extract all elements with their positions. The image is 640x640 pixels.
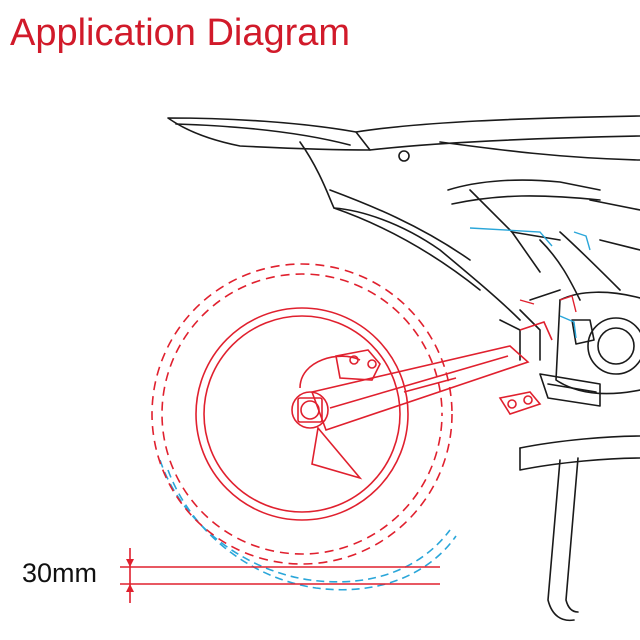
measurement-label: 30mm (22, 558, 98, 588)
rear-tire-original (159, 459, 457, 591)
measurement-arrow-down (126, 559, 134, 567)
rear-tire-lowered (151, 263, 553, 565)
bike-body-outline (167, 115, 640, 622)
measurement-indicator (120, 548, 440, 603)
bike-body-red-accents (519, 295, 577, 313)
page-title: Application Diagram (10, 12, 351, 54)
measurement-arrow-up (126, 584, 134, 592)
bike-body-accents (469, 227, 591, 339)
